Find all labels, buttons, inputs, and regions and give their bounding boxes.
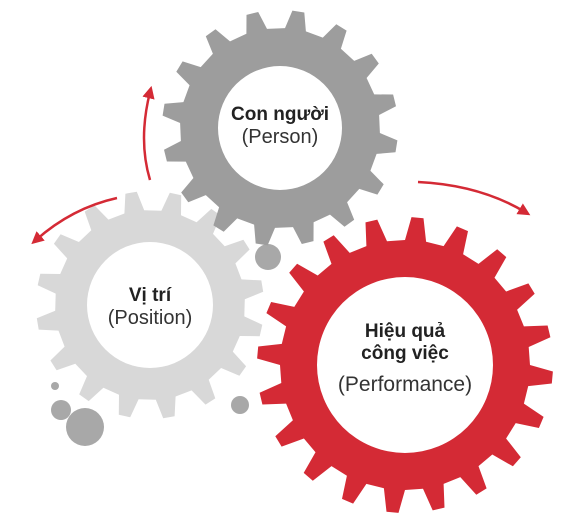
decorative-dot: [255, 244, 281, 270]
gear-position-icon: [36, 191, 264, 419]
decorative-dot: [51, 400, 71, 420]
position-subtitle: (Position): [107, 306, 193, 329]
position-label: Vị trí (Position): [70, 285, 230, 330]
gear-person-icon: [162, 10, 398, 246]
person-title: Con người: [231, 104, 329, 125]
performance-title-line1: Hiệu quả: [364, 321, 446, 342]
curved-arrow-icon: [417, 180, 531, 216]
curved-arrow-icon: [142, 85, 155, 181]
performance-title-line2: công việc: [361, 342, 449, 364]
decorative-dot: [231, 396, 249, 414]
person-subtitle: (Person): [241, 125, 319, 148]
curved-arrow-icon: [31, 196, 118, 245]
performance-label: Hiệu quả công việc (Performance): [300, 321, 510, 397]
gear-performance-icon: [257, 217, 553, 513]
performance-subtitle: (Performance): [337, 372, 473, 396]
decorative-dot: [66, 408, 104, 446]
person-label: Con người (Person): [200, 104, 360, 149]
position-title: Vị trí: [128, 285, 172, 306]
decorative-dot: [51, 382, 59, 390]
